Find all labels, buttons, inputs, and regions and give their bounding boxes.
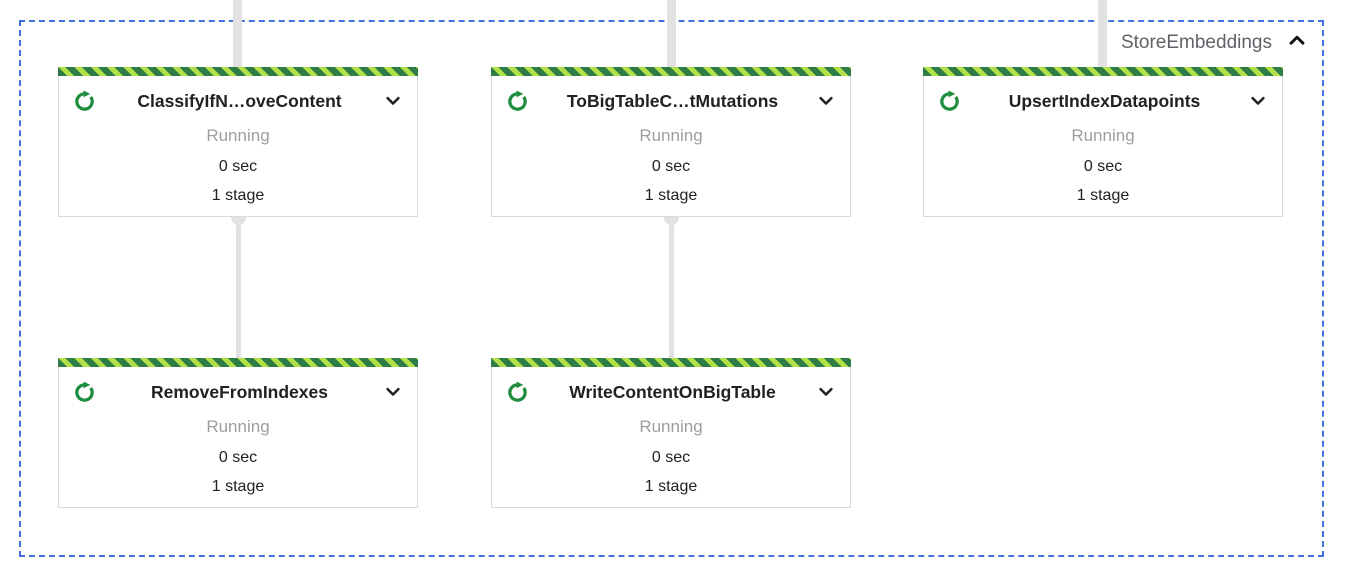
running-spinner-icon xyxy=(506,380,529,404)
node-title-row: ClassifyIfN…oveContent xyxy=(59,89,417,113)
node-stages: 1 stage xyxy=(644,187,698,204)
chevron-down-icon[interactable] xyxy=(1248,91,1268,111)
chevron-down-icon[interactable] xyxy=(383,91,403,111)
running-stripe-bar xyxy=(58,358,418,367)
running-spinner-icon xyxy=(506,89,529,113)
node-title: ToBigTableC…tMutations xyxy=(566,90,779,111)
node-card-classify[interactable]: ClassifyIfN…oveContent Running 0 sec 1 s… xyxy=(58,67,418,217)
node-status: Running xyxy=(206,417,270,436)
composite-transform-label: StoreEmbeddings xyxy=(1120,31,1272,53)
node-title-row: RemoveFromIndexes xyxy=(59,380,417,404)
node-stages: 1 stage xyxy=(1076,187,1130,204)
node-card-removefromindexes[interactable]: RemoveFromIndexes Running 0 sec 1 stage xyxy=(58,358,418,508)
running-spinner-icon xyxy=(73,380,96,404)
node-card-writecontent[interactable]: WriteContentOnBigTable Running 0 sec 1 s… xyxy=(491,358,851,508)
node-stages: 1 stage xyxy=(211,187,265,204)
running-spinner-icon xyxy=(938,89,961,113)
node-status: Running xyxy=(206,126,270,145)
node-card-tobigtable[interactable]: ToBigTableC…tMutations Running 0 sec 1 s… xyxy=(491,67,851,217)
chevron-down-icon[interactable] xyxy=(383,382,403,402)
edge-into-tobigtable xyxy=(667,0,676,70)
node-title-row: WriteContentOnBigTable xyxy=(492,380,850,404)
edge-tobigtable-to-writecontent xyxy=(669,216,674,360)
node-title-row: ToBigTableC…tMutations xyxy=(492,89,850,113)
node-title: UpsertIndexDatapoints xyxy=(1008,90,1201,111)
chevron-down-icon[interactable] xyxy=(816,91,836,111)
node-status: Running xyxy=(1071,126,1135,145)
node-title: RemoveFromIndexes xyxy=(150,381,328,402)
node-title: WriteContentOnBigTable xyxy=(569,381,776,402)
edge-into-upsert xyxy=(1098,0,1107,70)
running-stripe-bar xyxy=(58,67,418,76)
node-status: Running xyxy=(639,126,703,145)
running-stripe-bar xyxy=(491,67,851,76)
node-status: Running xyxy=(639,417,703,436)
chevron-up-icon[interactable] xyxy=(1286,29,1308,56)
node-title: ClassifyIfN…oveContent xyxy=(137,90,342,111)
node-duration: 0 sec xyxy=(651,449,691,466)
node-stages: 1 stage xyxy=(211,478,265,495)
chevron-down-icon[interactable] xyxy=(816,382,836,402)
node-duration: 0 sec xyxy=(218,158,258,175)
composite-transform-toggle[interactable]: StoreEmbeddings xyxy=(1121,29,1308,56)
edge-into-classify xyxy=(233,0,242,70)
node-title-row: UpsertIndexDatapoints xyxy=(924,89,1282,113)
node-duration: 0 sec xyxy=(651,158,691,175)
running-stripe-bar xyxy=(923,67,1283,76)
running-stripe-bar xyxy=(491,358,851,367)
node-card-upsert[interactable]: UpsertIndexDatapoints Running 0 sec 1 st… xyxy=(923,67,1283,217)
node-stages: 1 stage xyxy=(644,478,698,495)
running-spinner-icon xyxy=(73,89,96,113)
edge-classify-to-removefromindexes xyxy=(236,216,241,360)
node-duration: 0 sec xyxy=(1083,158,1123,175)
node-duration: 0 sec xyxy=(218,449,258,466)
